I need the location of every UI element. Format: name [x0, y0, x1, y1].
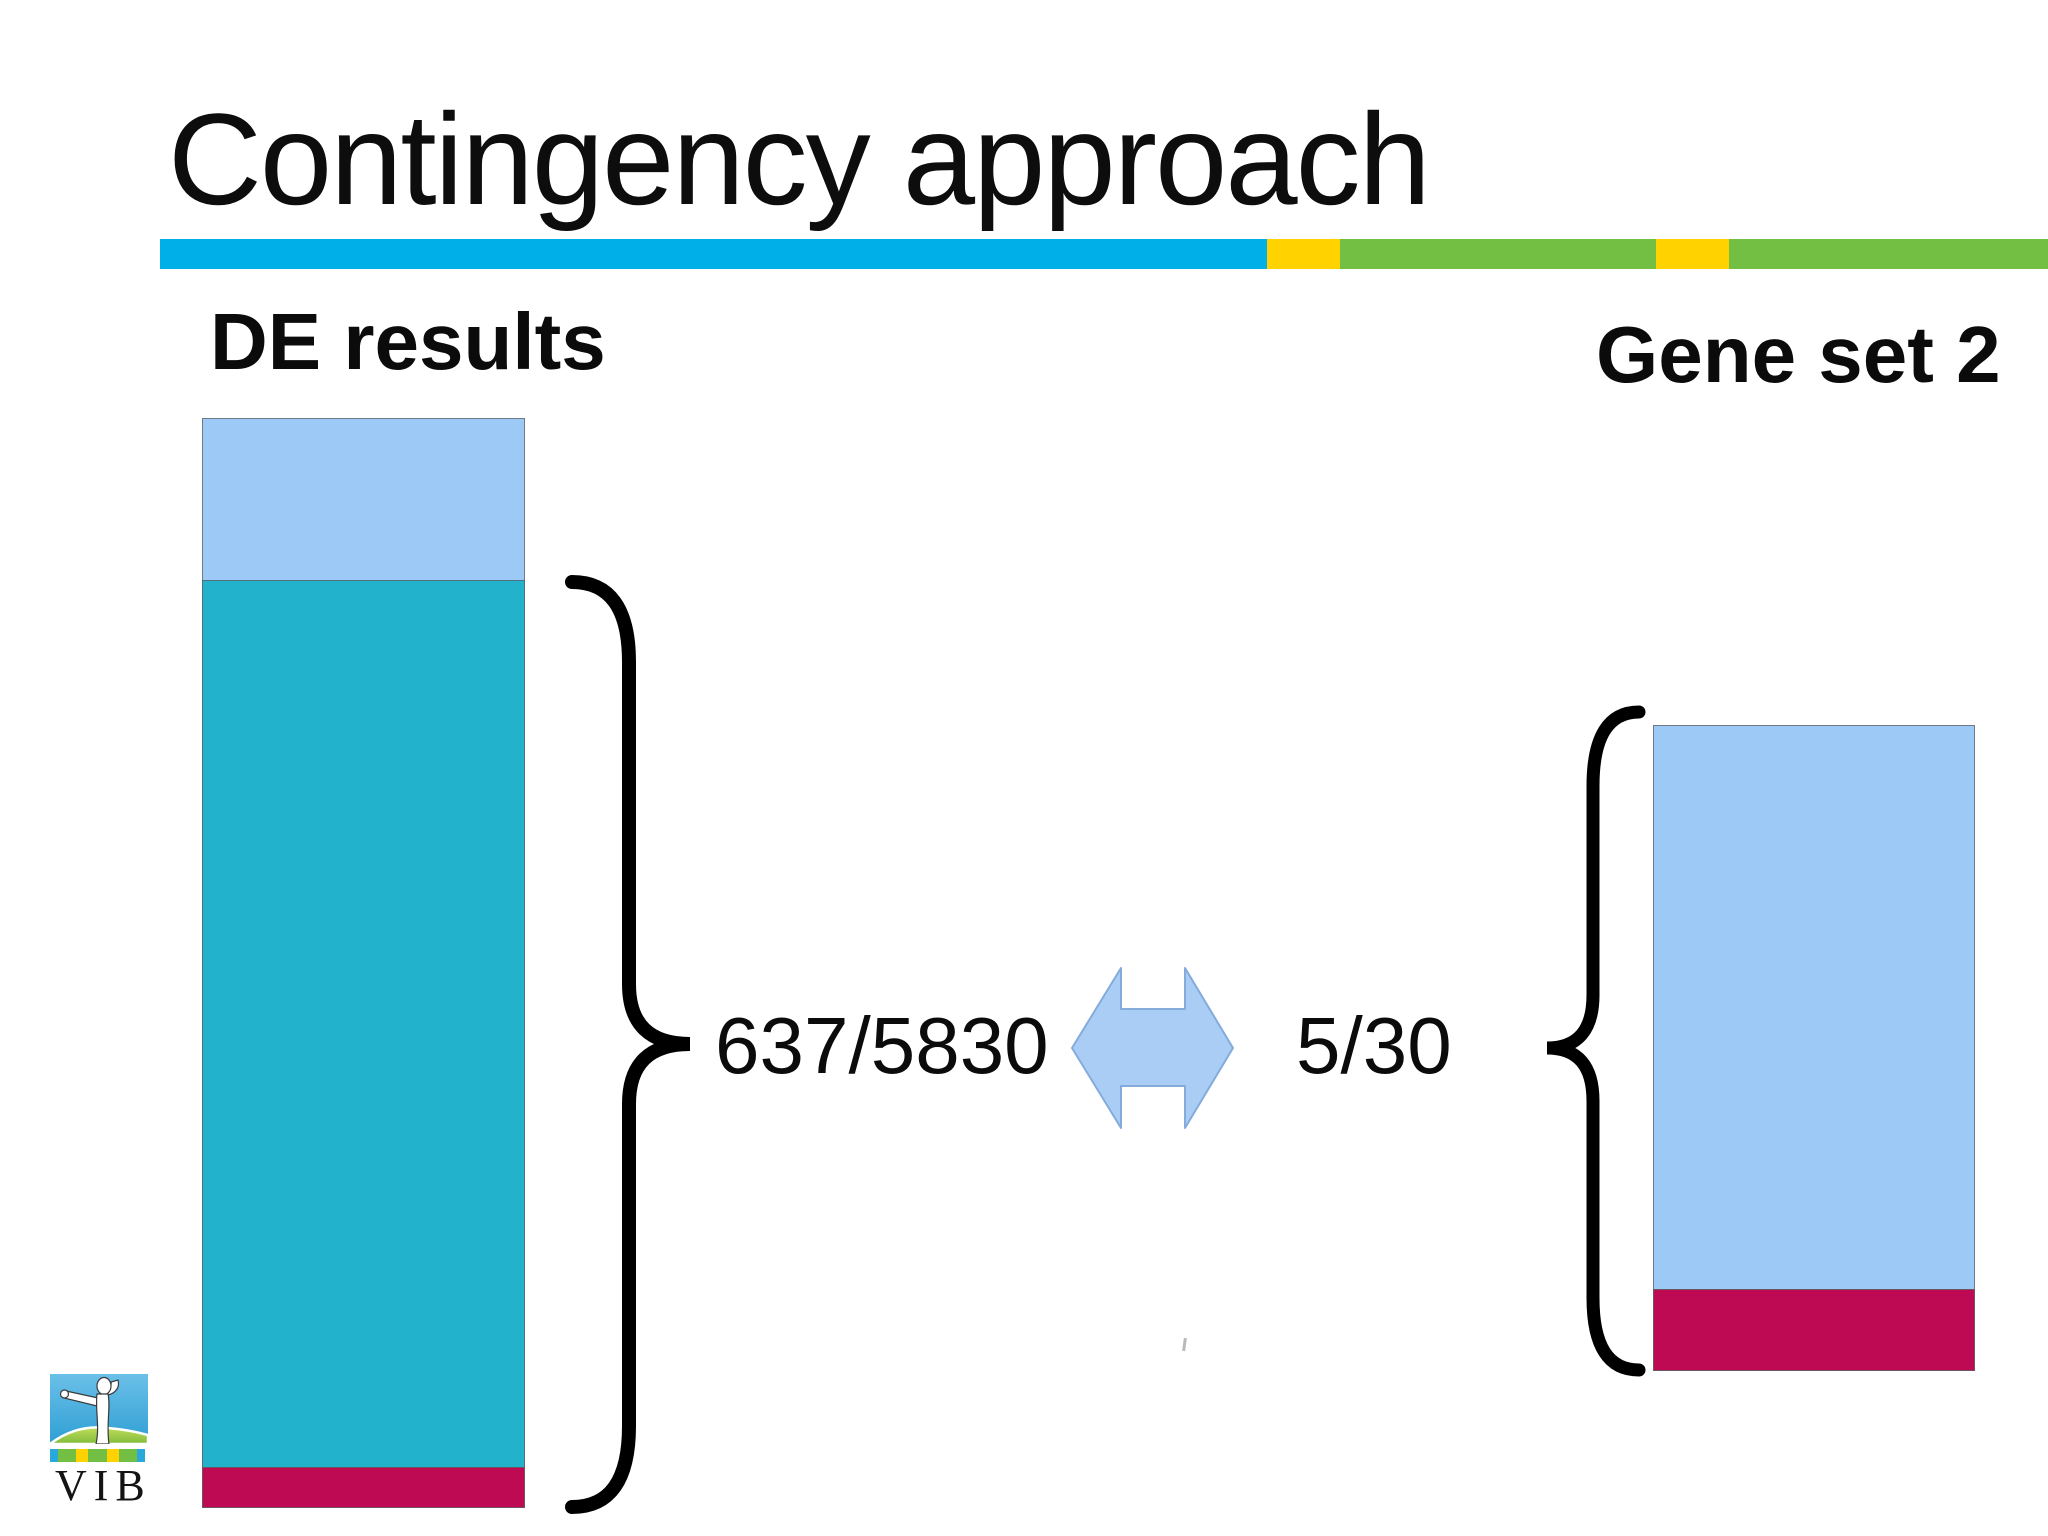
- left-brace-icon: [565, 575, 691, 1514]
- title-accent-bar: [160, 239, 2048, 269]
- left-column-segment-crimson: [202, 1467, 525, 1508]
- right-column-segment-crimson: [1653, 1289, 1975, 1371]
- right-ratio-text: 5/30: [1296, 1001, 1452, 1090]
- accent-segment-green: [1340, 239, 1656, 269]
- slide-title: Contingency approach: [168, 86, 1431, 232]
- accent-segment-yellow: [1656, 239, 1729, 269]
- logo-stripe: [50, 1449, 148, 1462]
- left-column-label: DE results: [210, 297, 606, 386]
- left-ratio-text: 637/5830: [715, 1001, 1049, 1090]
- vib-logo: VIB: [46, 1374, 152, 1510]
- right-column-label: Gene set 2: [1596, 310, 2001, 399]
- smudge-artifact: [1182, 1337, 1187, 1352]
- left-column-segment-lightblue: [202, 418, 525, 581]
- accent-segment-yellow: [1267, 239, 1340, 269]
- vib-logo-image: [46, 1374, 150, 1446]
- right-brace-icon: [1546, 705, 1646, 1377]
- accent-segment-green: [1729, 239, 2048, 269]
- double-arrow-icon: [1071, 967, 1234, 1129]
- left-column-segment-teal: [202, 580, 525, 1468]
- right-column-segment-lightblue: [1653, 725, 1975, 1290]
- accent-segment-cyan: [160, 239, 1267, 269]
- vib-logo-text: VIB: [55, 1461, 152, 1510]
